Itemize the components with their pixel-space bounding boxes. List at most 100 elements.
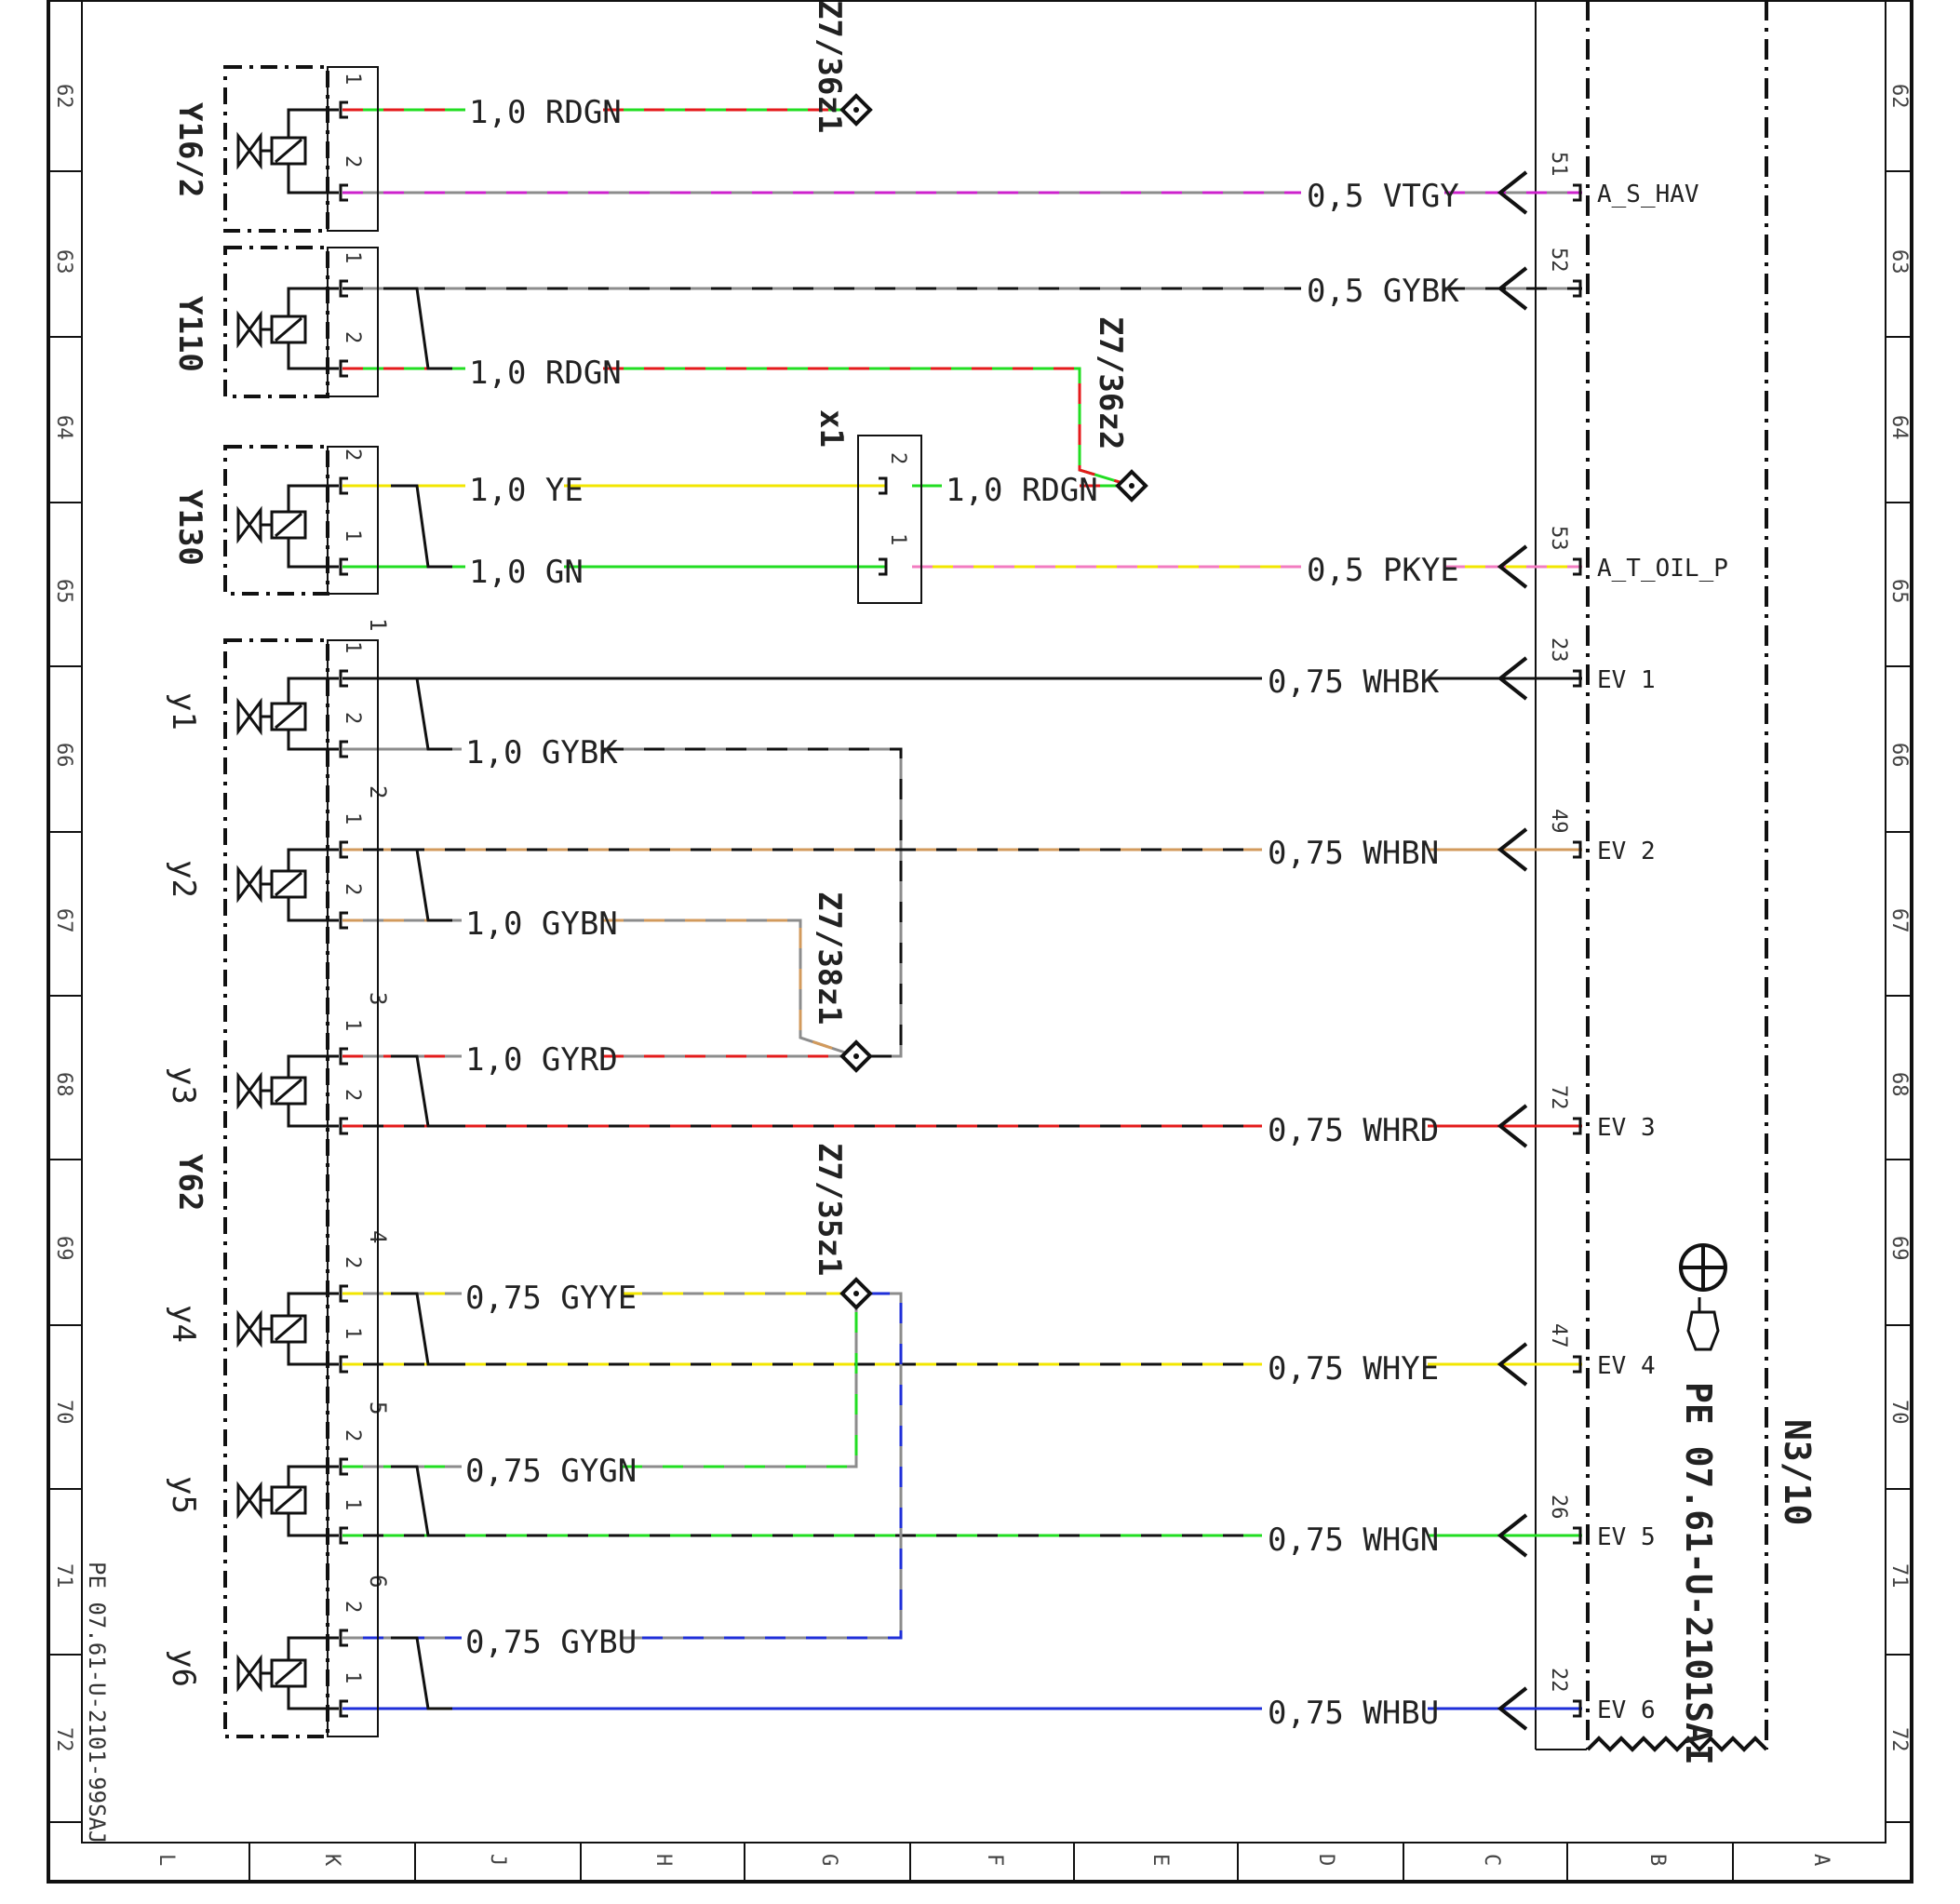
wire-label-18: 0,75 WHGN <box>1268 1522 1439 1559</box>
module-pin: 52 <box>1497 248 1582 311</box>
module-pin-number: 51 <box>1547 152 1570 177</box>
grid-col-label: A <box>1809 1854 1832 1866</box>
module-signal-label: A_T_OIL_P <box>1597 555 1728 583</box>
valve-pin-number: 1 <box>341 1019 364 1031</box>
component-label-y130: Y130 <box>171 489 208 566</box>
grid-row-label-left: 67 <box>52 908 75 933</box>
wire-label-4: 1,0 RDGN <box>469 355 622 392</box>
wire-label-6: 1,0 RDGN <box>946 472 1098 509</box>
grid-row-label-left: 72 <box>52 1727 75 1752</box>
wire-label-14: 0,75 WHRD <box>1268 1112 1439 1149</box>
wire-label-11: 0,75 WHBN <box>1268 835 1439 872</box>
connector-point-label-4: Z7/35z1 <box>811 1143 848 1276</box>
grid-row-label-right: 68 <box>1887 1072 1911 1097</box>
grid-col-label: E <box>1148 1854 1172 1866</box>
grid-row-label-left: 63 <box>52 249 75 275</box>
transistor-icon <box>1679 1243 1727 1292</box>
component-y110-box <box>223 246 329 398</box>
pointing-hand-icon <box>1686 1297 1720 1351</box>
outer-frame <box>47 0 1913 1884</box>
module-pin: 51A_S_HAV <box>1497 152 1699 215</box>
module-pin-number: 53 <box>1547 526 1570 551</box>
connector-dot <box>1129 483 1134 489</box>
module-signal-label: EV 1 <box>1597 666 1656 694</box>
module-pin-number: 47 <box>1547 1323 1570 1348</box>
wire-segment <box>603 367 1133 488</box>
wire-crossing <box>391 677 452 751</box>
valve-number: 1 <box>365 618 391 631</box>
connector-point-label-3: Z7/38z1 <box>811 892 848 1025</box>
valve-pin-number: 1 <box>341 1671 364 1683</box>
module-pin-number: 22 <box>1547 1668 1570 1693</box>
valve-pin-number: 2 <box>341 331 364 343</box>
grid-row-label-right: 65 <box>1887 579 1911 604</box>
component-y16-2-connector <box>327 66 379 232</box>
grid-row-label-right: 71 <box>1887 1563 1911 1589</box>
solenoid-valve-icon: 21 <box>236 1429 364 1545</box>
x1-pin <box>879 476 888 495</box>
wire-label-3: 0,5 GYBK <box>1307 273 1459 310</box>
x1-pin <box>879 557 888 576</box>
grid-col-label: F <box>983 1854 1006 1866</box>
grid-row-label-right: 62 <box>1887 84 1911 109</box>
grid-row-label-left: 68 <box>52 1072 75 1097</box>
wire-segment-stripe <box>622 1294 858 1468</box>
grid-row-label-left: 66 <box>52 743 75 768</box>
y62-connector <box>327 639 379 1737</box>
valve-pin-number: 2 <box>341 1601 364 1613</box>
wire-label-17: 0,75 GYGN <box>465 1453 637 1490</box>
wire-label-10: 1,0 GYBK <box>465 734 618 771</box>
module-pin-number: 26 <box>1547 1495 1570 1520</box>
component-label-y110: Y110 <box>171 296 208 372</box>
solenoid-valve-icon: 12 <box>236 73 364 202</box>
valve-pin-number: 1 <box>341 1327 364 1339</box>
wire-crossing <box>391 848 452 922</box>
wire-segment <box>622 1294 858 1468</box>
component-y130-box <box>223 445 329 596</box>
component-y110-connector <box>327 247 379 397</box>
grid-col-label: D <box>1314 1854 1337 1866</box>
connector-dot <box>853 1053 859 1059</box>
solenoid-valve-icon: 21 <box>236 1601 364 1718</box>
wire-segment-stripe <box>603 747 903 1058</box>
valve-label: y4 <box>165 1305 202 1343</box>
grid-col-label: G <box>817 1854 840 1866</box>
grid-row-label-left: 65 <box>52 579 75 604</box>
inner-frame <box>81 0 1886 1844</box>
wire-crossing <box>391 1054 452 1128</box>
module-signal-label: EV 3 <box>1597 1114 1656 1142</box>
grid-col-label: H <box>651 1854 675 1866</box>
grid-col-label: B <box>1645 1854 1669 1866</box>
wires-layer: 21 <box>342 93 1582 1710</box>
connector-dot <box>853 1291 859 1296</box>
grid-row-label-right: 67 <box>1887 908 1911 933</box>
valve-pin-number: 1 <box>341 251 364 263</box>
valve-label: y5 <box>165 1476 202 1514</box>
component-y130-connector <box>327 446 379 595</box>
grid-row-label-right: 69 <box>1887 1236 1911 1261</box>
component-label-y16-2: Y16/2 <box>171 102 208 197</box>
solenoid-valve-icon: 12 <box>236 1019 364 1135</box>
solenoid-valve-icon: 12 <box>236 251 364 378</box>
valve-pin-number: 2 <box>341 1429 364 1441</box>
solenoid-valve-icon: 12 <box>236 812 364 930</box>
valve-label: y3 <box>165 1066 202 1105</box>
grid-row-label-left: 71 <box>52 1563 75 1589</box>
wire-label-2: 0,5 VTGY <box>1307 178 1459 215</box>
wire-label-5: 1,0 YE <box>469 472 584 509</box>
valve-label: y1 <box>165 692 202 731</box>
valve-pin-number: 2 <box>341 449 364 461</box>
grid-col-label: L <box>154 1854 178 1866</box>
module-signal-label: EV 5 <box>1597 1523 1656 1551</box>
module-label: N3/10 <box>1777 1419 1818 1525</box>
valve-pin-number: 2 <box>341 883 364 895</box>
wire-label-15: 0,75 GYYE <box>465 1280 637 1317</box>
grid-row-label-right: 66 <box>1887 743 1911 768</box>
